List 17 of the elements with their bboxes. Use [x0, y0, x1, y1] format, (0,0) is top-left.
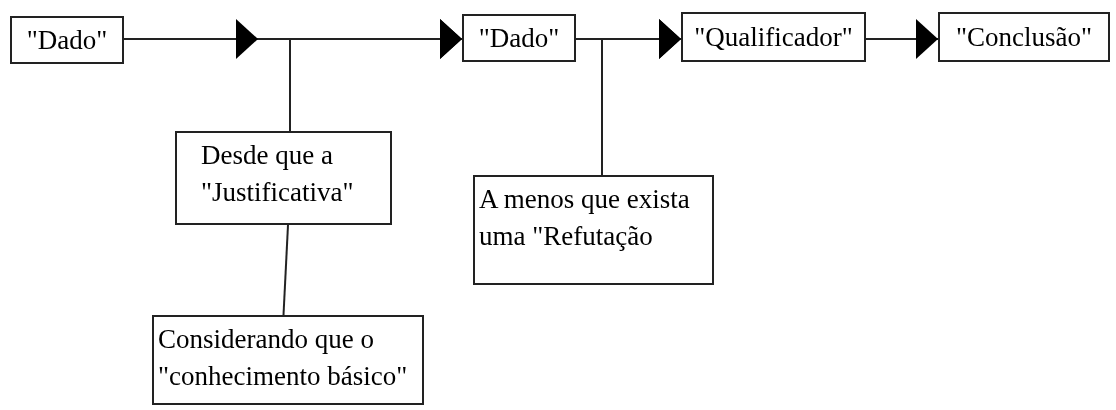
box-text: A menos que exista uma "Refutação [479, 183, 691, 253]
text-box [10, 16, 124, 64]
text-box [938, 12, 1110, 62]
text-box [681, 12, 866, 62]
text-box [462, 14, 576, 62]
text-box [152, 315, 424, 405]
box-text: "Dado" [26, 23, 108, 57]
connector-arrow [289, 19, 463, 132]
box-text: Desde que a "Justificativa" [201, 139, 355, 209]
text-box [473, 175, 714, 285]
box-text: "Conclusão" [956, 20, 1092, 54]
connector-arrow [601, 19, 682, 176]
connector-arrow [865, 19, 939, 59]
box-text: "Dado" [478, 21, 560, 55]
box-text: "Qualificador" [694, 20, 853, 54]
box-text: Considerando que o "conhecimento básico" [158, 323, 409, 393]
text-box [175, 131, 392, 225]
